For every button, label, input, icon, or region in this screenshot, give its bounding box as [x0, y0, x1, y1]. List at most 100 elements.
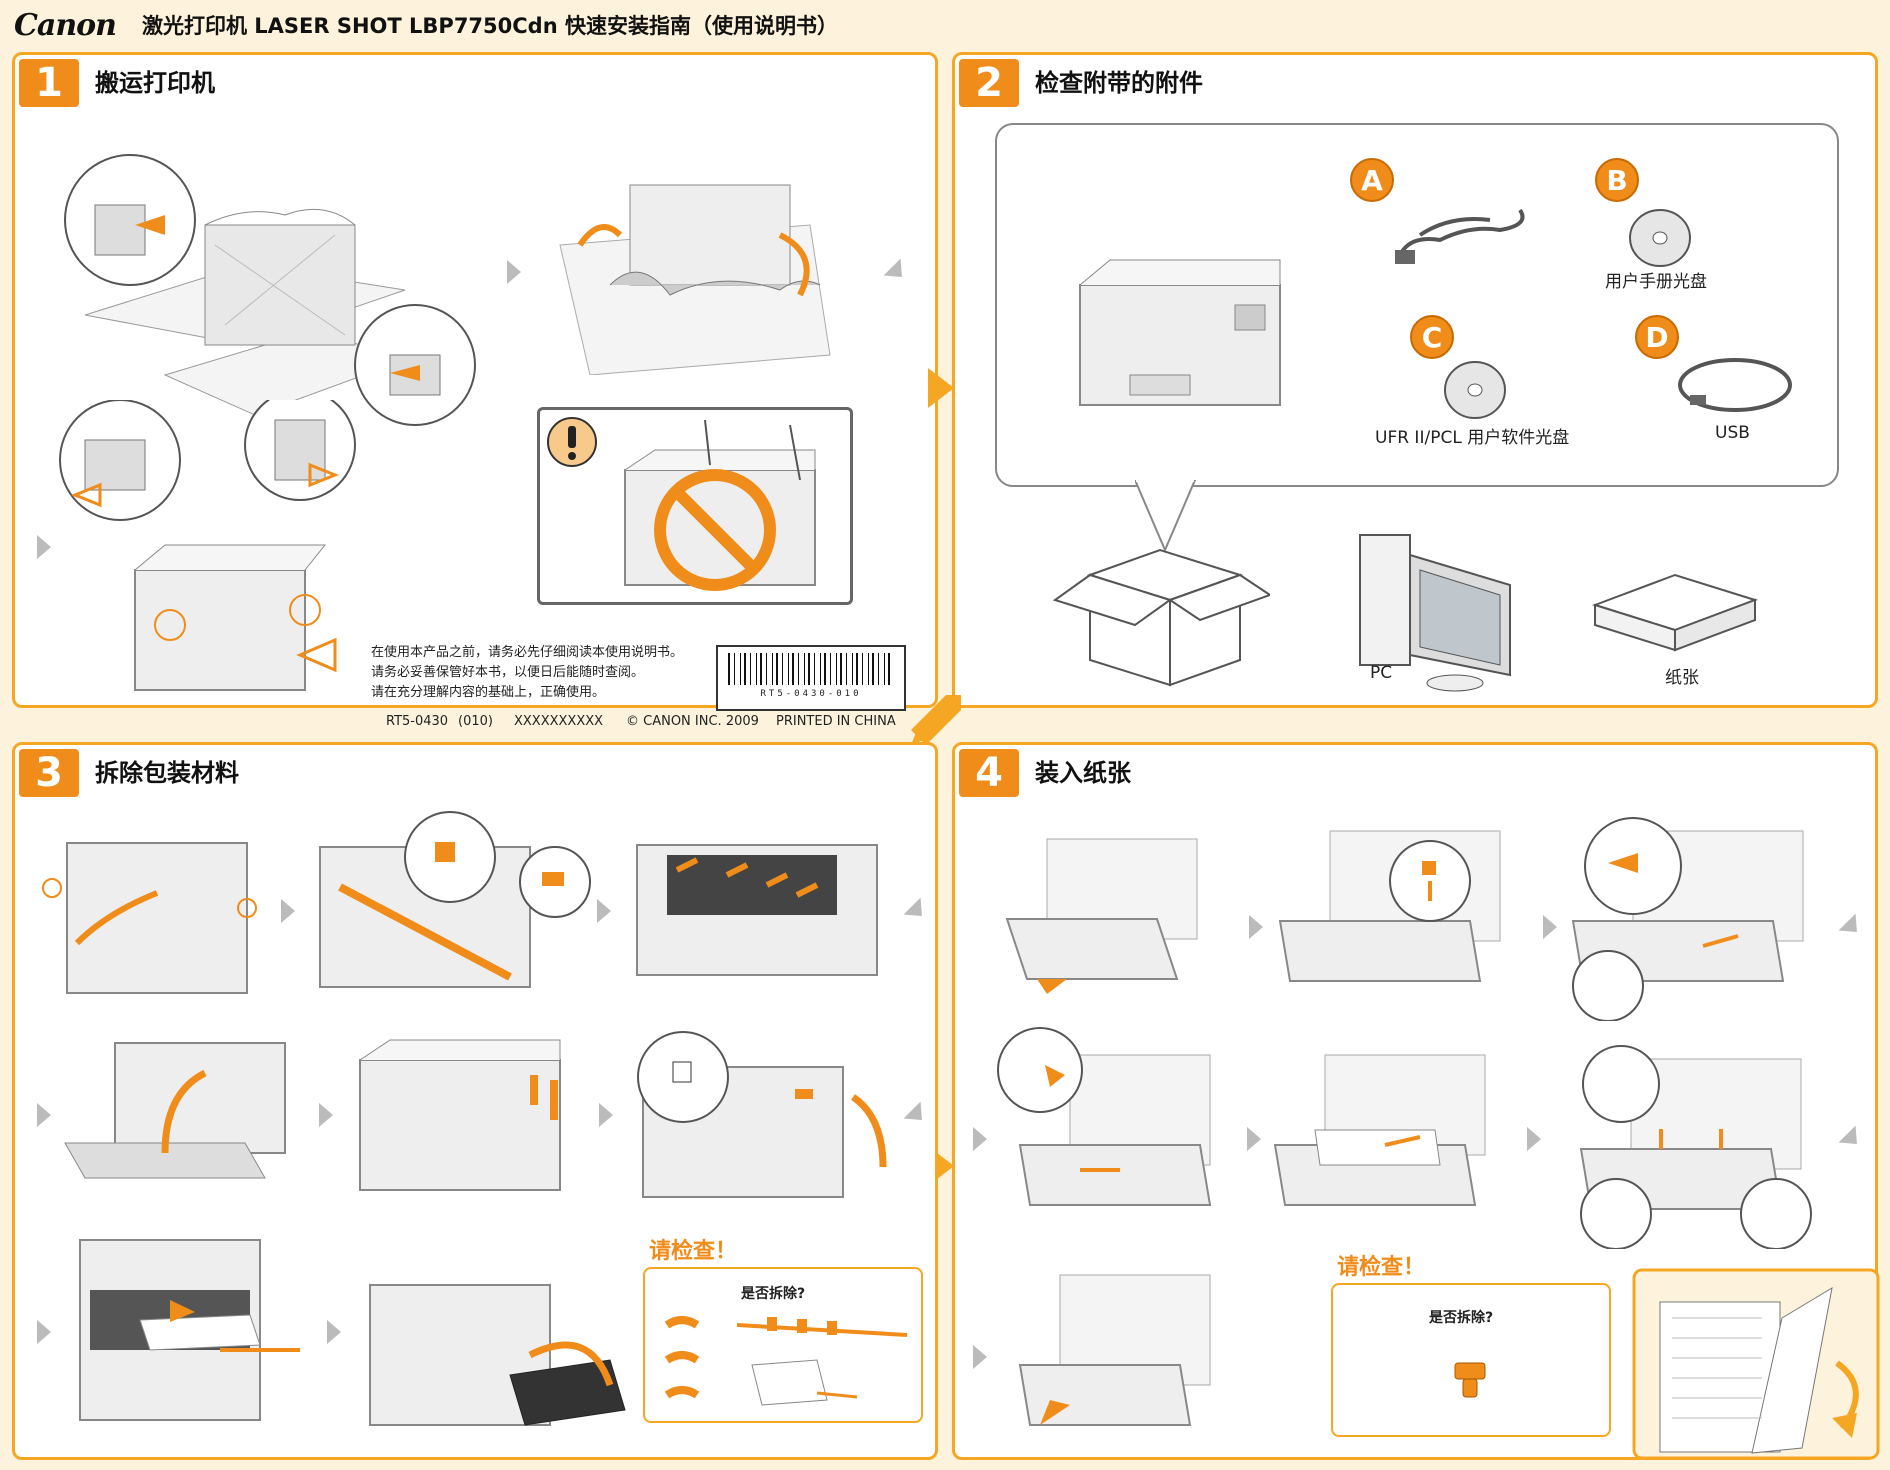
- footer-code: RT5-0430: [386, 714, 449, 729]
- packing-parts-illustration: [664, 1316, 908, 1406]
- remove-paper-sheet-illustration: [79, 1239, 300, 1421]
- barcode-bar: [878, 653, 879, 685]
- open-front-cover-illustration: [42, 842, 257, 994]
- close-tray-illustration: [64, 1042, 286, 1179]
- flow-arrow-icon: [973, 1127, 987, 1151]
- open-side-cover-illustration: [637, 1031, 887, 1198]
- insert-tray-illustration: [1018, 1274, 1211, 1426]
- paper-ream-illustration: [1591, 573, 1759, 652]
- flow-arrow-icon: [599, 1103, 613, 1127]
- step-4-check-question: 是否拆除?: [1429, 1310, 1494, 1326]
- printer-in-box-illustration: [64, 154, 476, 426]
- step-2-panel: 2 检查附带的附件 A B 用户手册光盘 C UFR II/PCL 用户软件光盘…: [952, 52, 1878, 708]
- paper-limit-illustration: [1579, 1045, 1812, 1249]
- step-3-number: 3: [19, 749, 79, 797]
- step-3-check-question: 是否拆除?: [741, 1286, 806, 1302]
- canon-logo: Canon: [14, 7, 117, 43]
- footer-printed: PRINTED IN CHINA: [776, 714, 896, 729]
- flow-arrow-icon: [1543, 915, 1557, 939]
- open-box-illustration: [1052, 548, 1270, 687]
- step-4-panel: 4 装入纸张: [952, 742, 1878, 1460]
- flow-arrow-icon: [1527, 1127, 1541, 1151]
- step-3-check-title: 请检查！: [649, 1239, 738, 1264]
- barcode-bar: [824, 653, 826, 685]
- barcode-bar: [744, 653, 746, 685]
- step-1-title: 搬运打印机: [95, 69, 215, 97]
- barcode-bar: [772, 653, 773, 685]
- barcode-bar: [808, 653, 810, 685]
- barcode-bar: [820, 653, 821, 685]
- accessory-c-label: UFR II/PCL 用户软件光盘: [1375, 428, 1570, 448]
- flow-arrow-icon: [37, 1103, 51, 1127]
- flow-arrow-icon: [903, 1101, 931, 1129]
- printer-orange-tape-illustration: [359, 1039, 561, 1191]
- document-title: 激光打印机 LASER SHOT LBP7750Cdn 快速安装指南（使用说明书…: [141, 14, 838, 38]
- pc-illustration: [1359, 534, 1511, 692]
- flow-arrow-icon: [883, 258, 911, 286]
- accessory-d-badge: D: [1635, 315, 1679, 359]
- rear-guide-illustration: [997, 1027, 1212, 1206]
- flow-arrow-icon: [1249, 915, 1263, 939]
- step-2-number: 2: [959, 59, 1019, 107]
- barcode-bar: [728, 653, 730, 685]
- barcode-bar: [782, 653, 783, 685]
- usage-notice: 在使用本产品之前，请务必先仔细阅读本使用说明书。 请务必妥善保管好本书，以便日后…: [371, 643, 683, 703]
- notice-line-1: 在使用本产品之前，请务必先仔细阅读本使用说明书。: [371, 645, 684, 660]
- warning-box: [537, 407, 853, 605]
- footer-revision: (010): [458, 714, 493, 729]
- flow-arrow-icon: [327, 1320, 341, 1344]
- cd-b-icon: [1629, 209, 1691, 267]
- unwrap-printer-illustration: [559, 184, 831, 375]
- flow-arrow-icon: [973, 1345, 987, 1369]
- barcode-bar: [804, 653, 805, 685]
- barcode-bar: [862, 653, 863, 685]
- power-cord-icon: [1395, 208, 1525, 264]
- barcode-bar: [750, 653, 751, 685]
- barcode-bar: [836, 653, 837, 685]
- pc-label: PC: [1370, 663, 1393, 683]
- flow-arrow-icon: [37, 1320, 51, 1344]
- step-1-panel: 1 搬运打印机: [12, 52, 938, 708]
- barcode-bar: [852, 653, 853, 685]
- wrong-lift-illustration: [624, 420, 816, 591]
- step-3-title: 拆除包装材料: [95, 759, 239, 787]
- barcode: RT5-0430-010: [716, 645, 906, 711]
- barcode-bar: [872, 653, 874, 685]
- barcode-bar: [740, 653, 741, 685]
- flow-arrow-icon: [281, 899, 295, 923]
- slide-guide-illustration: [1571, 817, 1804, 1021]
- barcode-bar: [868, 653, 869, 685]
- flow-arrow-icon: [507, 260, 521, 284]
- step-4-title: 装入纸张: [1035, 759, 1131, 787]
- step-4-check-title: 请检查！: [1337, 1255, 1426, 1280]
- accessory-b-label: 用户手册光盘: [1605, 272, 1707, 292]
- barcode-bar: [840, 653, 842, 685]
- bubble-tail: [1135, 480, 1197, 553]
- next-step-arrow-icon: [928, 368, 954, 408]
- flow-arrow-icon: [903, 897, 931, 925]
- barcode-bar: [814, 653, 815, 685]
- barcode-bar: [766, 653, 767, 685]
- load-paper-illustration: [1273, 1054, 1486, 1206]
- printer-illustration: [1079, 259, 1281, 406]
- paper-label: 纸张: [1665, 668, 1699, 688]
- step-2-title: 检查附带的附件: [1035, 69, 1203, 97]
- page-header: Canon 激光打印机 LASER SHOT LBP7750Cdn 快速安装指南…: [0, 0, 1890, 50]
- footer-placeholder: XXXXXXXXXX: [514, 714, 604, 729]
- remove-tape-illustration: [319, 811, 591, 988]
- barcode-bar: [856, 653, 858, 685]
- barcode-bar: [776, 653, 778, 685]
- notice-line-2: 请务必妥善保管好本书，以便日后能随时查阅。: [371, 665, 645, 680]
- accessory-a-badge: A: [1350, 158, 1394, 202]
- accessory-b-badge: B: [1595, 158, 1639, 202]
- flow-arrow-icon: [1247, 1127, 1261, 1151]
- flow-arrow-icon: [37, 535, 51, 559]
- flow-arrow-icon: [597, 899, 611, 923]
- folded-guide-illustration: [1632, 1268, 1880, 1460]
- notice-line-3: 请在充分理解内容的基础上，正确使用。: [371, 685, 606, 700]
- barcode-bar: [888, 653, 890, 685]
- step-1-number: 1: [19, 59, 79, 107]
- barcode-text: RT5-0430-010: [760, 689, 862, 699]
- barcode-bar: [798, 653, 799, 685]
- barcode-bar: [760, 653, 762, 685]
